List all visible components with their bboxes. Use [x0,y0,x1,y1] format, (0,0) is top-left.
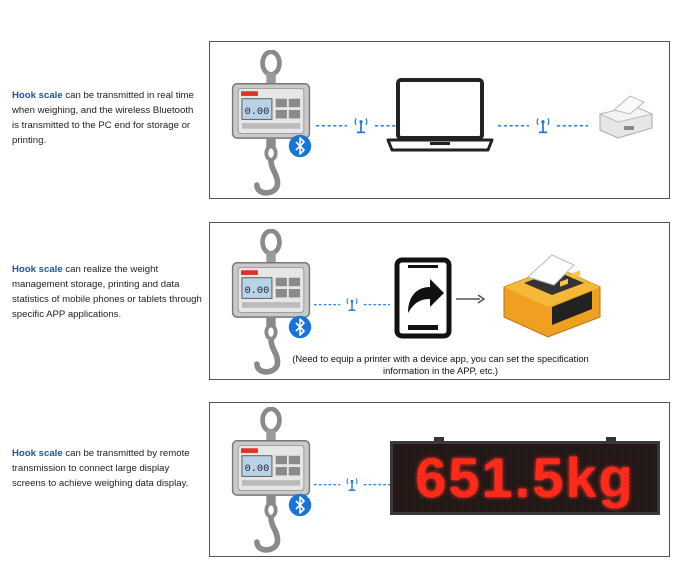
hook-scale-icon [226,407,316,557]
bluetooth-icon [288,493,312,517]
row1-description: Hook scale can be transmitted in real ti… [12,88,202,148]
row1-highlight: Hook scale [12,90,63,101]
printer-note-line1: (Need to equip a printer with a device a… [292,353,589,364]
row1-text: can be transmitted in real time when wei… [12,90,194,146]
receipt-printer-icon [598,95,654,139]
wireless-signal-icon [314,473,390,495]
bluetooth-icon [288,134,312,158]
hook-scale-icon [226,50,316,200]
tablet-share-icon [394,257,452,339]
laptop-icon [386,78,494,152]
row3-panel: 651.5kg [209,402,670,557]
led-reading: 651.5kg [415,446,635,509]
led-display: 651.5kg [390,437,660,515]
row3-description: Hook scale can be transmitted by remote … [12,446,202,491]
bluetooth-icon [288,315,312,339]
row3-highlight: Hook scale [12,448,63,459]
row2-description: Hook scale can realize the weight manage… [12,262,202,322]
row2-highlight: Hook scale [12,264,63,275]
row2-text: can realize the weight management storag… [12,264,202,320]
wireless-signal-icon [314,293,390,315]
printer-note-line2: information in the APP, etc.) [383,365,498,376]
portable-printer-icon [503,254,601,338]
arrow-right-icon [456,294,486,304]
row2-panel: (Need to equip a printer with a device a… [209,222,670,380]
row3-text: can be transmitted by remote transmissio… [12,448,190,489]
row1-panel [209,41,670,199]
wireless-signal-icon [498,114,588,136]
